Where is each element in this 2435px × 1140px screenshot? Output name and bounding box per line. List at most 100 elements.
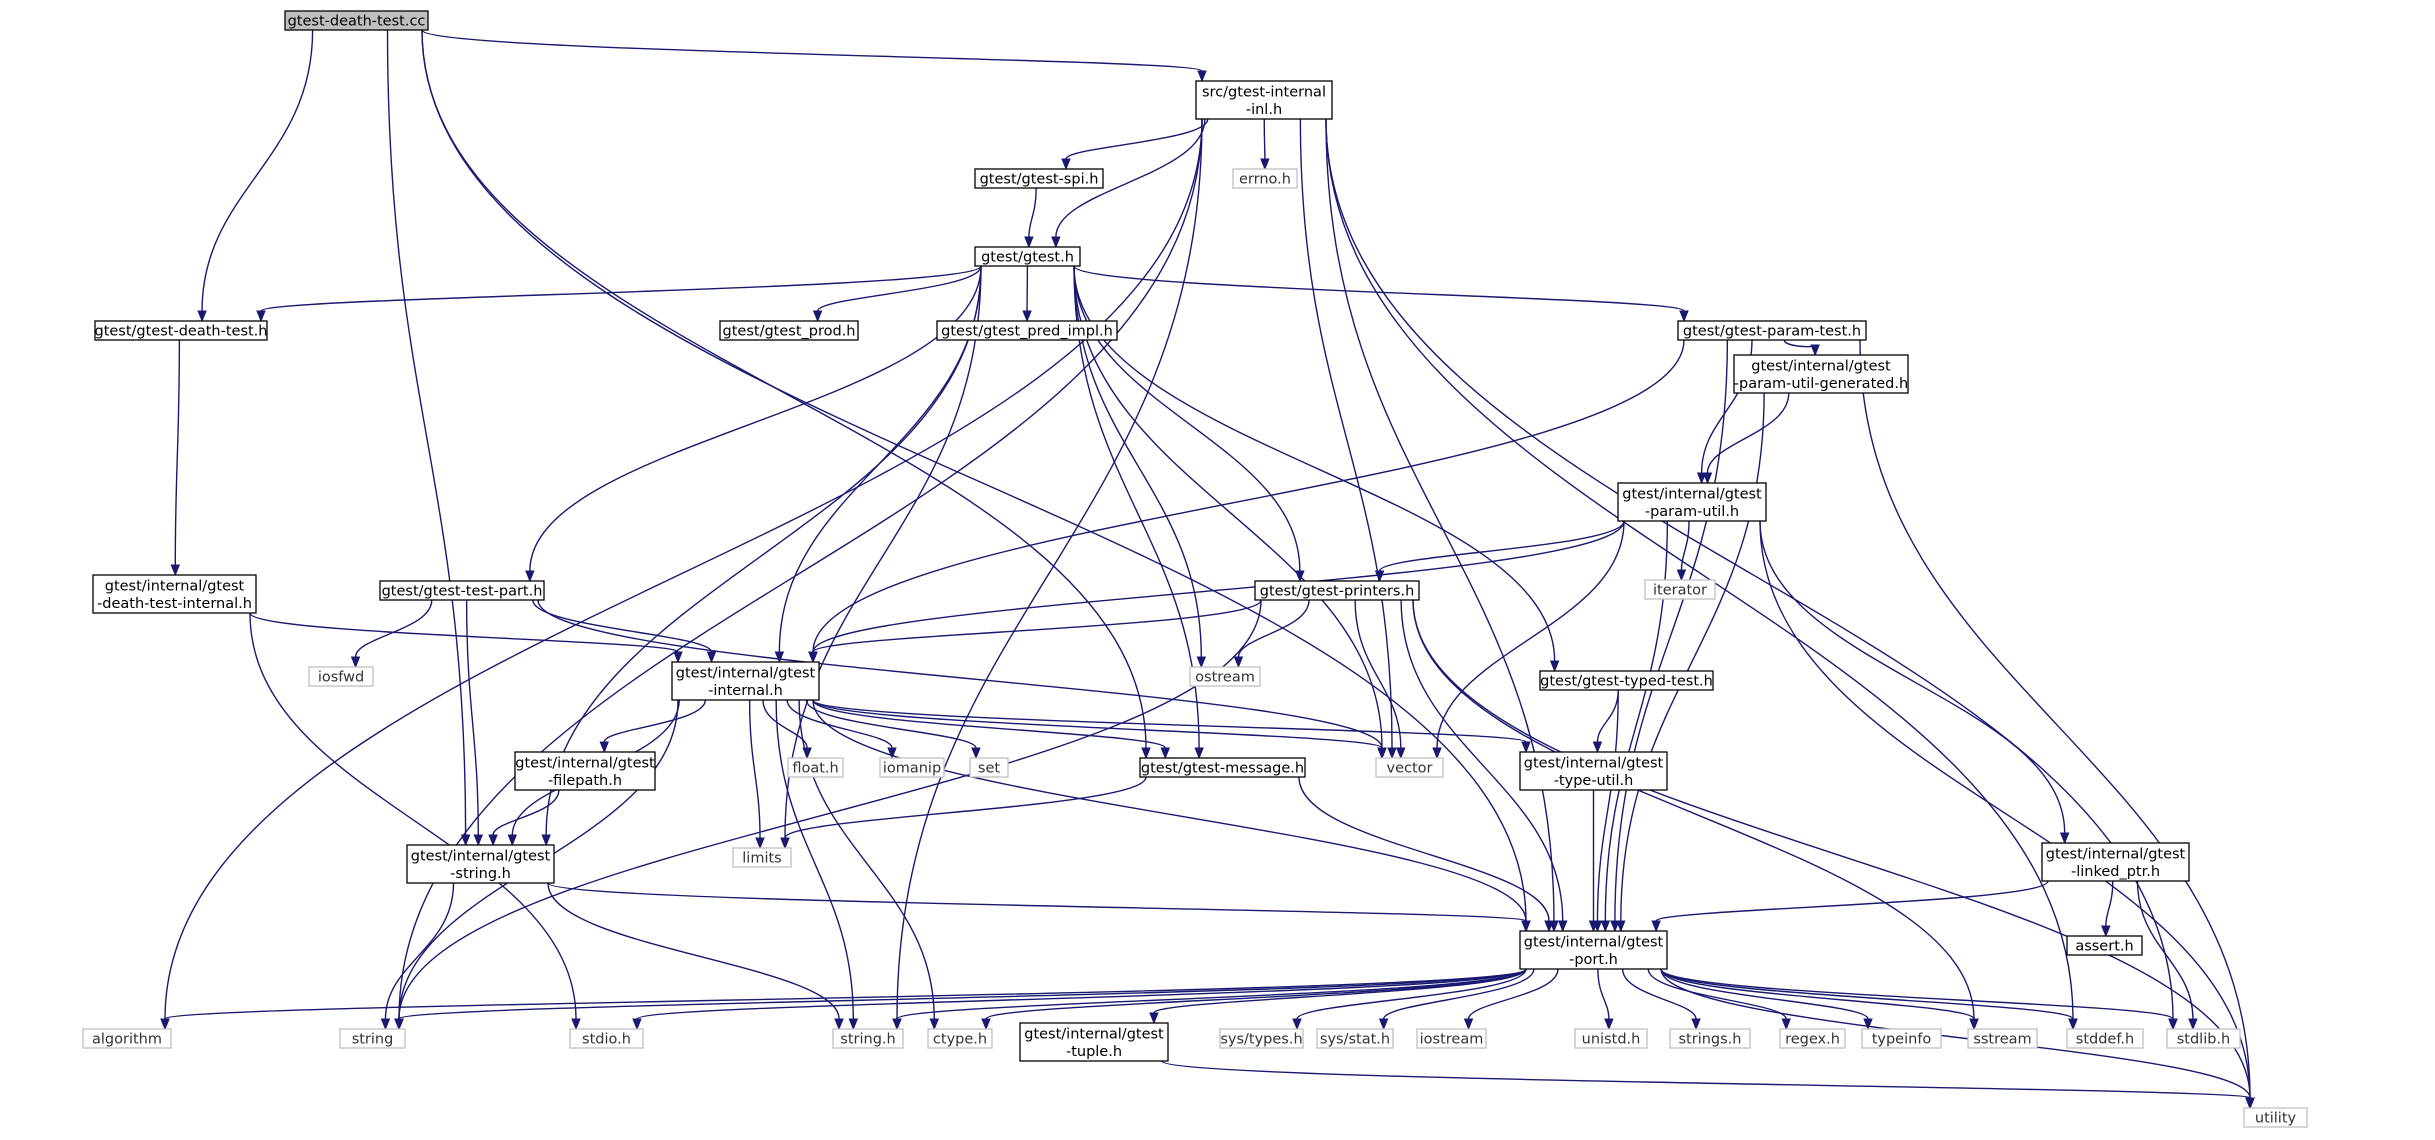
node-label: utility <box>2255 1111 2297 1127</box>
edge-inl-to-stdlib <box>1325 118 2178 1031</box>
node-typedtest[interactable]: gtest/gtest-typed-test.h <box>1539 670 1714 691</box>
node-paramgen[interactable]: gtest/internal/gtest-param-util-generate… <box>1733 354 1909 394</box>
node-box <box>92 574 257 614</box>
edge-inl-to-gtest <box>1051 118 1206 249</box>
edge-gstring-to-string <box>380 882 455 1031</box>
node-box <box>1416 1028 1487 1049</box>
node-box <box>339 1028 406 1049</box>
node-prod[interactable]: gtest/gtest_prod.h <box>719 320 859 341</box>
node-box <box>1189 666 1261 687</box>
node-message[interactable]: gtest/gtest-message.h <box>1139 757 1306 778</box>
node-tuple[interactable]: gtest/internal/gtest-tuple.h <box>1019 1022 1169 1062</box>
node-predimpl[interactable]: gtest/gtest_pred_impl.h <box>936 320 1118 341</box>
node-label: string <box>352 1032 394 1048</box>
edge-inl-to-vector <box>1299 118 1397 760</box>
edge-paramgen-to-paramutil <box>1702 392 1790 485</box>
edge-gtest-to-testpart <box>525 265 982 583</box>
node-paramtest[interactable]: gtest/gtest-param-test.h <box>1677 320 1867 341</box>
edge-inl-to-errno <box>1260 118 1270 171</box>
node-label: gtest/gtest_prod.h <box>723 324 856 340</box>
node-box <box>1219 1028 1304 1049</box>
node-label: -string.h <box>450 866 511 882</box>
node-label: algorithm <box>92 1032 162 1048</box>
node-label: gtest-death-test.cc <box>288 14 426 30</box>
edge-dtinternal-to-stdio <box>249 612 581 1031</box>
edge-message-to-limits <box>780 776 1147 850</box>
node-testpart[interactable]: gtest/gtest-test-part.h <box>379 580 545 601</box>
node-linkedptr[interactable]: gtest/internal/gtest-linked_ptr.h <box>2041 842 2190 882</box>
node-dtinternal[interactable]: gtest/internal/gtest-death-test-internal… <box>92 574 257 614</box>
node-label: src/gtest-internal <box>1202 84 1326 100</box>
node-asserth[interactable]: assert.h <box>2066 935 2143 956</box>
edge-port-to-systypes <box>1292 968 1527 1031</box>
node-box <box>1669 1028 1751 1049</box>
node-label: regex.h <box>1785 1032 1840 1048</box>
edge-port-to-algorithm <box>160 968 1527 1031</box>
node-paramutil[interactable]: gtest/internal/gtest-param-util.h <box>1617 482 1767 522</box>
node-box <box>1139 757 1306 778</box>
node-utility: utility <box>2243 1107 2308 1128</box>
node-box <box>1195 80 1333 120</box>
node-label: -internal.h <box>708 683 783 699</box>
edge-port-to-tuple <box>1149 968 1527 1025</box>
edge-port-to-typeinfo <box>1660 968 1873 1031</box>
node-label: -linked_ptr.h <box>2071 864 2160 880</box>
node-port[interactable]: gtest/internal/gtest -port.h <box>1519 930 1668 970</box>
edge-linkedptr-to-asserth <box>2101 880 2114 938</box>
edge-gtest-to-printers <box>1073 265 1305 583</box>
node-label: vector <box>1387 761 1433 777</box>
node-box <box>787 757 844 778</box>
node-label: ctype.h <box>933 1032 987 1048</box>
node-ostream: ostream <box>1189 666 1261 687</box>
node-box <box>1519 751 1668 791</box>
node-gstring[interactable]: gtest/internal/gtest-string.h <box>406 844 555 884</box>
node-root[interactable]: gtest-death-test.cc <box>284 10 429 31</box>
edge-dtinternal-to-internal <box>249 612 683 664</box>
edge-port-to-unistd <box>1597 968 1614 1031</box>
node-stdlib: stdlib.h <box>2166 1028 2241 1049</box>
node-printers[interactable]: gtest/gtest-printers.h <box>1254 580 1420 601</box>
node-box <box>1316 1028 1394 1049</box>
node-box <box>2066 1028 2144 1049</box>
edge-printers-to-vector <box>1354 599 1406 760</box>
edge-internal-to-set <box>805 699 981 760</box>
node-label: -port.h <box>1569 952 1618 968</box>
node-typeutil[interactable]: gtest/internal/gtest-type-util.h <box>1519 751 1668 791</box>
node-label: gtest/gtest-typed-test.h <box>1540 674 1713 690</box>
edge-typeutil-to-port <box>1588 790 1599 933</box>
node-stringh: string.h <box>832 1028 904 1049</box>
node-iterator: iterator <box>1644 579 1716 600</box>
edge-paramutil-to-printers <box>1374 520 1625 583</box>
edge-spi-to-gtest <box>1024 187 1037 249</box>
edge-inl-to-spi <box>1061 118 1209 171</box>
edge-paramgen-to-port <box>1616 392 1765 933</box>
edge-inl-to-port <box>1325 118 1559 933</box>
edge-internal-to-limits <box>748 699 765 850</box>
node-algorithm: algorithm <box>82 1028 172 1049</box>
node-sstream: sstream <box>1967 1028 2038 1049</box>
node-label: gtest/internal/gtest <box>1524 755 1664 771</box>
node-deathtest[interactable]: gtest/gtest-death-test.h <box>94 320 268 341</box>
node-internal[interactable]: gtest/internal/gtest-internal.h <box>671 661 820 701</box>
node-limits: limits <box>732 847 792 868</box>
node-box <box>974 246 1081 267</box>
node-box <box>1967 1028 2038 1049</box>
node-inl[interactable]: src/gtest-internal-inl.h <box>1195 80 1333 120</box>
edge-testpart-to-internal <box>532 599 717 664</box>
edge-port-to-strings <box>1621 968 1701 1031</box>
node-spi[interactable]: gtest/gtest-spi.h <box>974 168 1104 189</box>
node-vector: vector <box>1375 757 1444 778</box>
node-sysstat: sys/stat.h <box>1316 1028 1394 1049</box>
edge-port-to-stringh <box>892 968 1527 1031</box>
node-label: gtest/gtest-test-part.h <box>382 584 543 600</box>
node-label: errno.h <box>1239 172 1291 188</box>
edge-root-to-message <box>421 29 1151 760</box>
edge-internal-to-filepath <box>599 699 707 754</box>
edge-root-to-port <box>421 29 1531 933</box>
node-box <box>1677 320 1867 341</box>
node-gtest[interactable]: gtest/gtest.h <box>974 246 1081 267</box>
node-filepath[interactable]: gtest/internal/gtest-filepath.h <box>514 751 656 791</box>
node-label: gtest/gtest-message.h <box>1141 761 1304 777</box>
node-label: gtest/internal/gtest <box>1524 934 1664 950</box>
node-label: assert.h <box>2075 939 2133 955</box>
